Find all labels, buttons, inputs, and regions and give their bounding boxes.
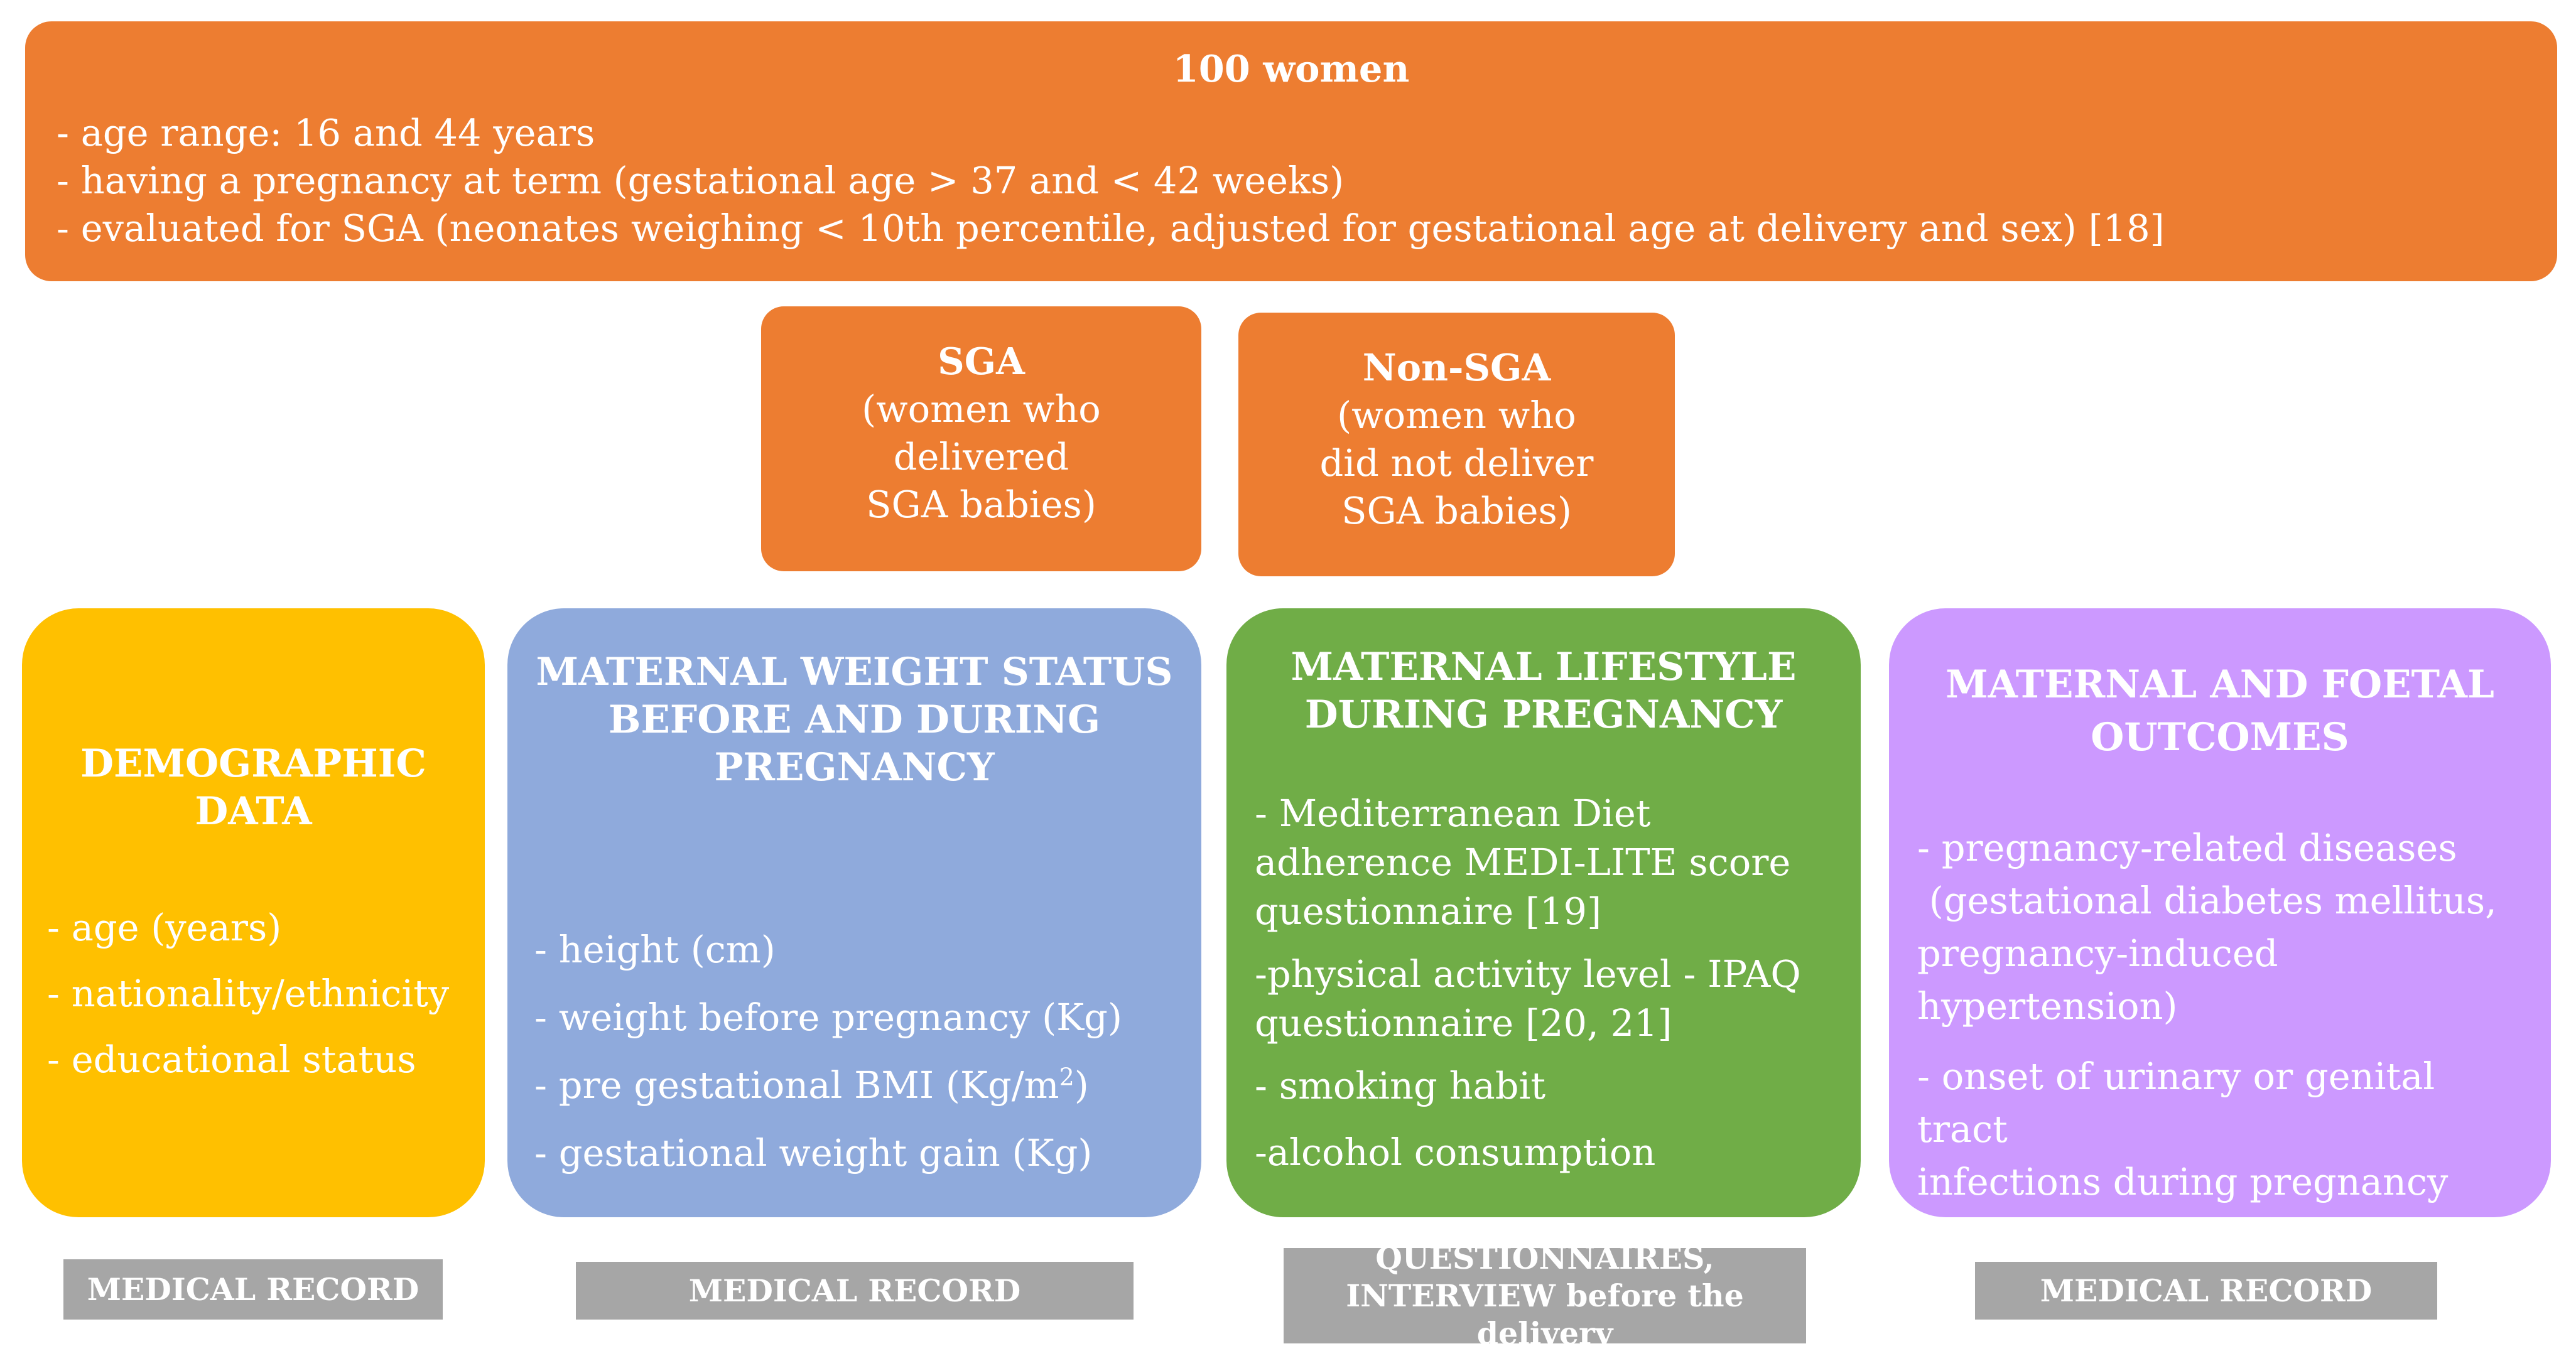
list-item: - pre gestational BMI (Kg/m2) bbox=[534, 1063, 1089, 1107]
inclusion-age-range: - age range: 16 and 44 years bbox=[57, 111, 595, 154]
maternal-foetal-outcomes-items: - pregnancy-related diseases (gestationa… bbox=[1917, 822, 2532, 1278]
maternal-lifestyle-box: MATERNAL LIFESTYLE DURING PREGNANCY - Me… bbox=[1226, 608, 1861, 1217]
demographic-data-items: - age (years) - nationality/ethnicity - … bbox=[47, 903, 466, 1084]
study-population-box: 100 women - age range: 16 and 44 years -… bbox=[25, 21, 2557, 281]
list-item: -physical activity level - IPAQ question… bbox=[1255, 952, 1801, 1045]
sga-group-box: SGA (women who delivered SGA babies) bbox=[761, 306, 1201, 571]
list-item: - weight before pregnancy (Kg) bbox=[534, 996, 1122, 1039]
non-sga-group-line: did not deliver bbox=[1319, 441, 1594, 485]
maternal-weight-status-title: MATERNAL WEIGHT STATUS BEFORE AND DURING… bbox=[536, 650, 1173, 790]
sga-group-line: (women who bbox=[862, 387, 1101, 431]
maternal-foetal-outcomes-box: MATERNAL AND FOETAL OUTCOMES - pregnancy… bbox=[1889, 608, 2551, 1272]
sga-group-line: SGA babies) bbox=[866, 483, 1096, 526]
source-label-outcomes: MEDICAL RECORD bbox=[1975, 1262, 2437, 1320]
source-label-demographic: MEDICAL RECORD bbox=[63, 1259, 443, 1320]
non-sga-group-box: Non-SGA (women who did not deliver SGA b… bbox=[1238, 313, 1675, 576]
sga-group-title: SGA bbox=[938, 340, 1025, 383]
study-population-title: 100 women bbox=[1172, 47, 1410, 90]
non-sga-group-line: SGA babies) bbox=[1341, 489, 1572, 532]
source-label-weight: MEDICAL RECORD bbox=[576, 1262, 1134, 1320]
list-item: - onset of urinary or genital tract infe… bbox=[1917, 1055, 2449, 1203]
inclusion-sga-evaluation: - evaluated for SGA (neonates weighing <… bbox=[57, 207, 2165, 250]
list-item: - height (cm) bbox=[534, 928, 776, 971]
sga-group-line: delivered bbox=[893, 435, 1069, 478]
list-item: - nationality/ethnicity bbox=[47, 972, 450, 1015]
inclusion-term-pregnancy: - having a pregnancy at term (gestationa… bbox=[57, 159, 1345, 202]
maternal-lifestyle-title: MATERNAL LIFESTYLE DURING PREGNANCY bbox=[1291, 645, 1797, 737]
list-item: - pregnancy-related diseases (gestationa… bbox=[1917, 826, 2497, 1028]
non-sga-group-line: (women who bbox=[1337, 394, 1576, 437]
maternal-weight-status-box: MATERNAL WEIGHT STATUS BEFORE AND DURING… bbox=[507, 608, 1201, 1217]
list-item: - age (years) bbox=[47, 906, 282, 949]
demographic-data-box: DEMOGRAPHIC DATA - age (years) - nationa… bbox=[22, 608, 485, 1217]
demographic-data-title: DEMOGRAPHIC DATA bbox=[80, 741, 426, 834]
list-item: - gestational weight gain (Kg) bbox=[534, 1131, 1093, 1175]
list-item: -alcohol consumption bbox=[1255, 1131, 1656, 1174]
maternal-lifestyle-items: - Mediterranean Diet adherence MEDI-LITE… bbox=[1255, 789, 1842, 1177]
list-item: - educational status bbox=[47, 1038, 416, 1081]
source-label-lifestyle: QUESTIONNAIRES, INTERVIEW before the del… bbox=[1284, 1240, 1806, 1352]
maternal-foetal-outcomes-title: MATERNAL AND FOETAL OUTCOMES bbox=[1946, 662, 2494, 760]
list-item: - smoking habit bbox=[1255, 1064, 1546, 1107]
maternal-weight-status-items: - height (cm) - weight before pregnancy … bbox=[534, 925, 1182, 1178]
non-sga-group-title: Non-SGA bbox=[1362, 346, 1551, 389]
list-item: - Mediterranean Diet adherence MEDI-LITE… bbox=[1255, 792, 1791, 933]
